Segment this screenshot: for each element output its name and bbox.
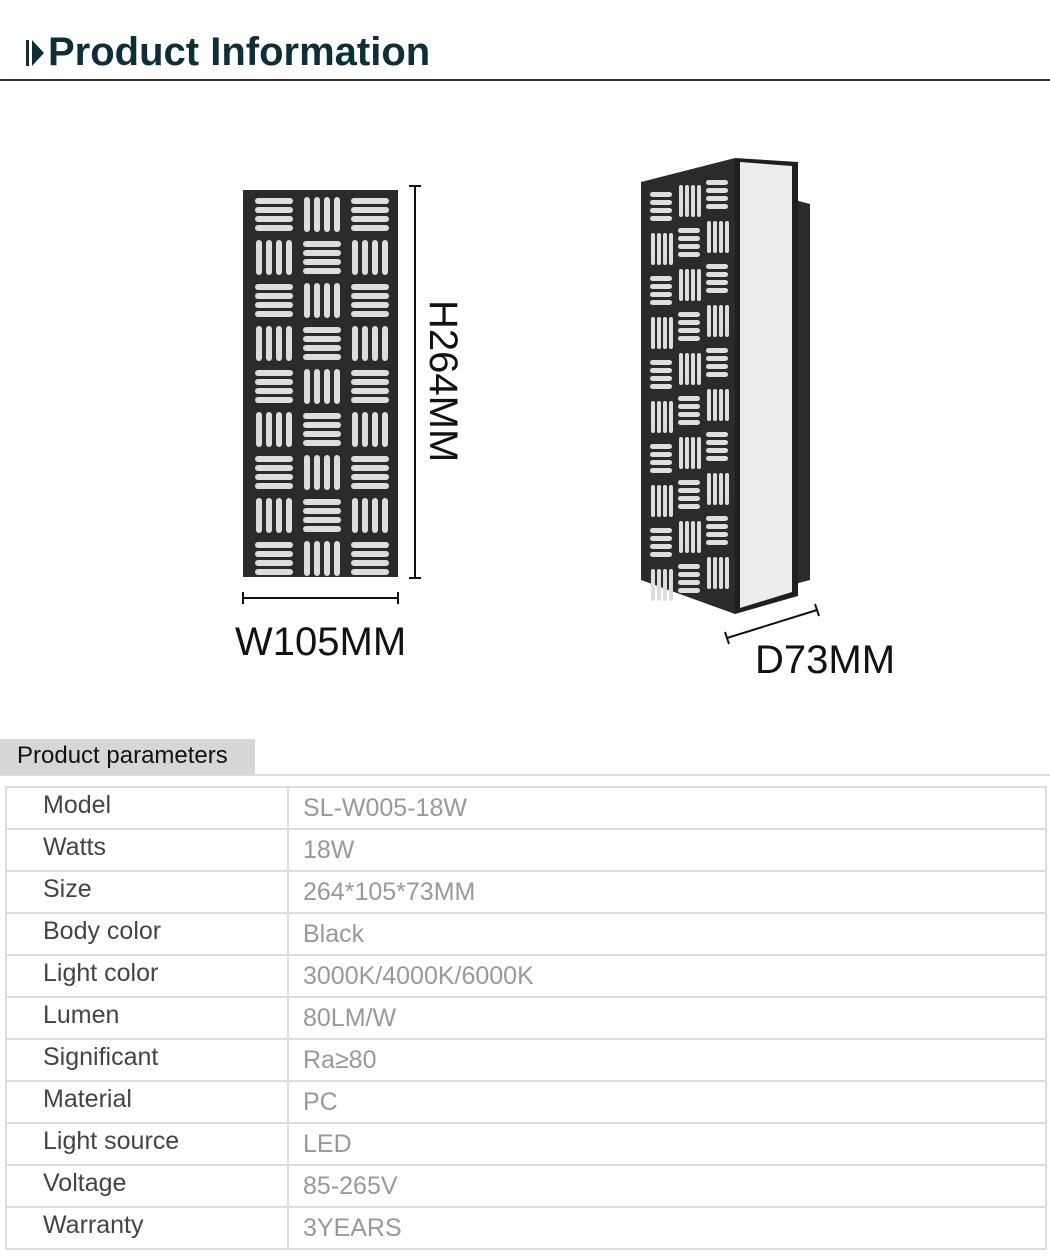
param-label: Size bbox=[5, 870, 289, 914]
param-label: Model bbox=[5, 786, 289, 830]
width-label: W105MM bbox=[235, 620, 407, 664]
tab-product-parameters[interactable]: Product parameters bbox=[0, 739, 255, 774]
param-label: Lumen bbox=[5, 996, 289, 1040]
param-value: 85-265V bbox=[287, 1164, 1047, 1208]
section-header: Product Information bbox=[24, 30, 430, 75]
param-value: 80LM/W bbox=[287, 996, 1047, 1040]
param-label: Voltage bbox=[5, 1164, 289, 1208]
param-label: Watts bbox=[5, 828, 289, 872]
height-label: H264MM bbox=[421, 300, 465, 463]
play-arrow-icon bbox=[24, 36, 44, 70]
page-title: Product Information bbox=[48, 30, 431, 74]
param-value: 18W bbox=[287, 828, 1047, 872]
param-label: Warranty bbox=[5, 1206, 289, 1250]
depth-label: D73MM bbox=[755, 638, 896, 682]
param-label: Light source bbox=[5, 1122, 289, 1166]
param-label: Light color bbox=[5, 954, 289, 998]
param-label: Material bbox=[5, 1080, 289, 1124]
param-value: SL-W005-18W bbox=[287, 786, 1047, 830]
dimension-lines bbox=[242, 185, 820, 645]
front-view-lamp bbox=[243, 190, 398, 577]
param-value: Black bbox=[287, 912, 1047, 956]
header-divider bbox=[0, 79, 1050, 81]
side-view-lamp bbox=[641, 158, 810, 614]
param-value: 3000K/4000K/6000K bbox=[287, 954, 1047, 998]
param-value: 3YEARS bbox=[287, 1206, 1047, 1250]
product-drawing bbox=[242, 158, 820, 645]
param-value: 264*105*73MM bbox=[287, 870, 1047, 914]
param-value: LED bbox=[287, 1122, 1047, 1166]
params-tab-bar: Product parameters bbox=[0, 739, 1050, 776]
param-value: Ra≥80 bbox=[287, 1038, 1047, 1082]
param-value: PC bbox=[287, 1080, 1047, 1124]
param-label: Body color bbox=[5, 912, 289, 956]
param-label: Significant bbox=[5, 1038, 289, 1082]
